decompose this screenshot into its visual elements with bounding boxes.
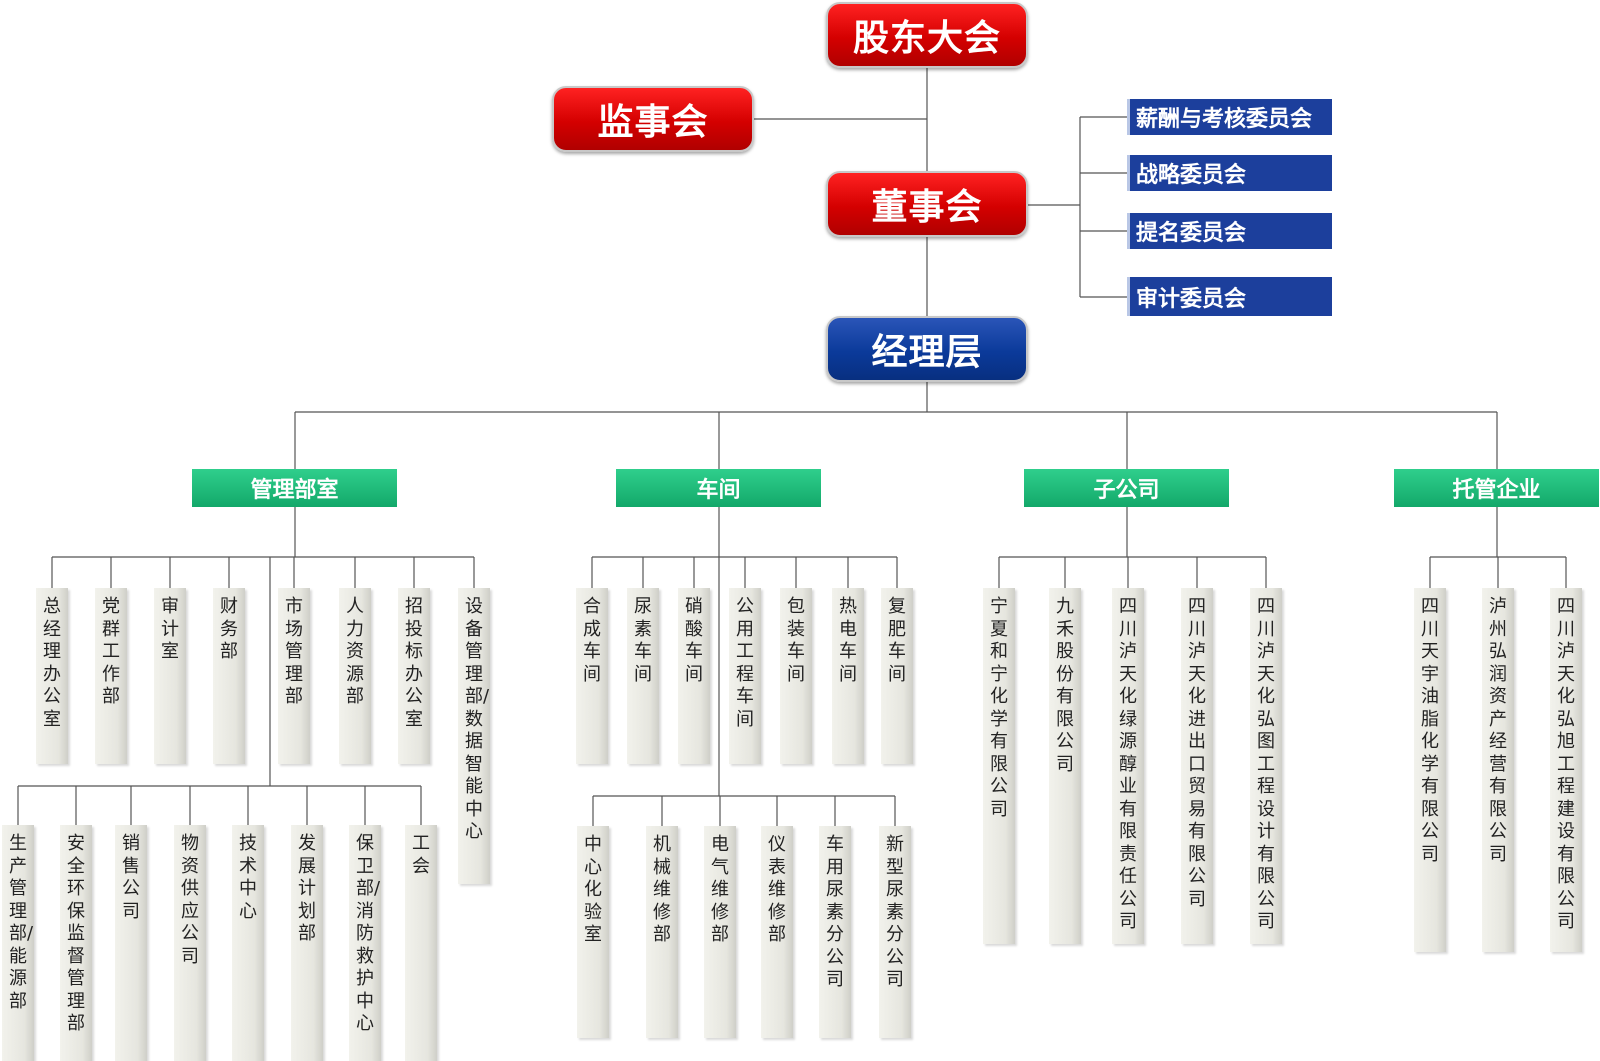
ws-bottom-unit: 仪表维修部 [761, 826, 793, 1038]
mgmt-top-unit: 总经理办公室 [36, 588, 68, 764]
subs-unit: 宁夏和宁化学有限公司 [983, 588, 1015, 944]
unit-label: 审计室 [161, 596, 179, 662]
ws-bottom-unit: 中心化验室 [577, 826, 609, 1038]
unit-label: 仪表维修部 [768, 834, 786, 945]
committee-audit: 审计委员会 [1127, 277, 1332, 316]
ws-top-unit: 公用工程车间 [729, 588, 761, 764]
committee-remuneration: 薪酬与考核委员会 [1127, 99, 1332, 135]
unit-label: 四川泸天化弘旭工程建设有限公司 [1557, 596, 1575, 932]
unit-label: 工会 [412, 833, 430, 877]
subs-unit: 四川泸天化绿源醇业有限责任公司 [1112, 588, 1144, 944]
unit-label: 四川天宇油脂化学有限公司 [1421, 596, 1439, 865]
trust-unit: 四川泸天化弘旭工程建设有限公司 [1550, 588, 1582, 952]
ws-top-unit: 热电车间 [832, 588, 864, 764]
unit-label: 热电车间 [839, 596, 857, 685]
mgmt-top-unit: 审计室 [154, 588, 186, 764]
mgmt-bottom-unit: 销售公司 [115, 825, 147, 1061]
ws-top-unit: 硝酸车间 [678, 588, 710, 764]
unit-label: 机械维修部 [653, 834, 671, 945]
management-layer-box: 经理层 [826, 316, 1028, 382]
committee-strategy: 战略委员会 [1127, 155, 1332, 191]
unit-label: 人力资源部 [346, 596, 364, 707]
supervisory-board-box: 监事会 [552, 86, 754, 152]
unit-label: 生产管理部/能源部 [9, 833, 34, 1012]
unit-label: 公用工程车间 [736, 596, 754, 730]
unit-label: 尿素车间 [634, 596, 652, 685]
category-trusteed-enterprises: 托管企业 [1394, 469, 1599, 507]
ws-bottom-unit: 机械维修部 [646, 826, 678, 1038]
unit-label: 中心化验室 [584, 834, 602, 945]
trust-unit: 泸州弘润资产经营有限公司 [1482, 588, 1514, 952]
unit-label: 复肥车间 [888, 596, 906, 685]
unit-label: 总经理办公室 [43, 596, 61, 730]
mgmt-top-unit: 设备管理部/数据智能中心 [458, 588, 490, 884]
unit-label: 技术中心 [239, 833, 257, 922]
mgmt-top-unit: 人力资源部 [339, 588, 371, 764]
unit-label: 物资供应公司 [181, 833, 199, 967]
mgmt-bottom-unit: 技术中心 [232, 825, 264, 1061]
unit-label: 发展计划部 [298, 833, 316, 944]
ws-bottom-unit: 车用尿素分公司 [819, 826, 851, 1038]
unit-label: 四川泸天化进出口贸易有限公司 [1188, 596, 1206, 910]
subs-unit: 四川泸天化弘图工程设计有限公司 [1250, 588, 1282, 944]
shareholders-meeting-box: 股东大会 [826, 2, 1028, 68]
ws-top-unit: 包装车间 [780, 588, 812, 764]
category-subsidiaries: 子公司 [1024, 469, 1229, 507]
unit-label: 新型尿素分公司 [886, 834, 904, 990]
mgmt-bottom-unit: 生产管理部/能源部 [2, 825, 34, 1061]
ws-bottom-unit: 新型尿素分公司 [879, 826, 911, 1038]
mgmt-bottom-unit: 工会 [405, 825, 437, 1061]
board-of-directors-box: 董事会 [826, 171, 1028, 237]
unit-label: 合成车间 [583, 596, 601, 685]
unit-label: 硝酸车间 [685, 596, 703, 685]
mgmt-bottom-unit: 物资供应公司 [174, 825, 206, 1061]
unit-label: 保卫部/消防救护中心 [356, 833, 381, 1034]
unit-label: 市场管理部 [285, 596, 303, 707]
mgmt-bottom-unit: 保卫部/消防救护中心 [349, 825, 381, 1061]
unit-label: 销售公司 [122, 833, 140, 922]
mgmt-top-unit: 市场管理部 [278, 588, 310, 764]
unit-label: 车用尿素分公司 [826, 834, 844, 990]
subs-unit: 九禾股份有限公司 [1049, 588, 1081, 944]
unit-label: 包装车间 [787, 596, 805, 685]
mgmt-bottom-unit: 安全环保监督管理部 [60, 825, 92, 1061]
ws-top-unit: 复肥车间 [881, 588, 913, 764]
unit-label: 四川泸天化绿源醇业有限责任公司 [1119, 596, 1137, 932]
unit-label: 电气维修部 [711, 834, 729, 945]
unit-label: 泸州弘润资产经营有限公司 [1489, 596, 1507, 865]
category-management-departments: 管理部室 [192, 469, 397, 507]
mgmt-top-unit: 财务部 [213, 588, 245, 764]
unit-label: 财务部 [220, 596, 238, 662]
unit-label: 九禾股份有限公司 [1056, 596, 1074, 775]
ws-top-unit: 尿素车间 [627, 588, 659, 764]
ws-top-unit: 合成车间 [576, 588, 608, 764]
unit-label: 安全环保监督管理部 [67, 833, 85, 1034]
mgmt-top-unit: 党群工作部 [95, 588, 127, 764]
committee-nomination: 提名委员会 [1127, 213, 1332, 249]
unit-label: 宁夏和宁化学有限公司 [990, 596, 1008, 820]
unit-label: 设备管理部/数据智能中心 [465, 596, 490, 842]
trust-unit: 四川天宇油脂化学有限公司 [1414, 588, 1446, 952]
unit-label: 党群工作部 [102, 596, 120, 707]
unit-label: 招投标办公室 [405, 596, 423, 730]
mgmt-top-unit: 招投标办公室 [398, 588, 430, 764]
ws-bottom-unit: 电气维修部 [704, 826, 736, 1038]
mgmt-bottom-unit: 发展计划部 [291, 825, 323, 1061]
unit-label: 四川泸天化弘图工程设计有限公司 [1257, 596, 1275, 932]
subs-unit: 四川泸天化进出口贸易有限公司 [1181, 588, 1213, 944]
category-workshops: 车间 [616, 469, 821, 507]
